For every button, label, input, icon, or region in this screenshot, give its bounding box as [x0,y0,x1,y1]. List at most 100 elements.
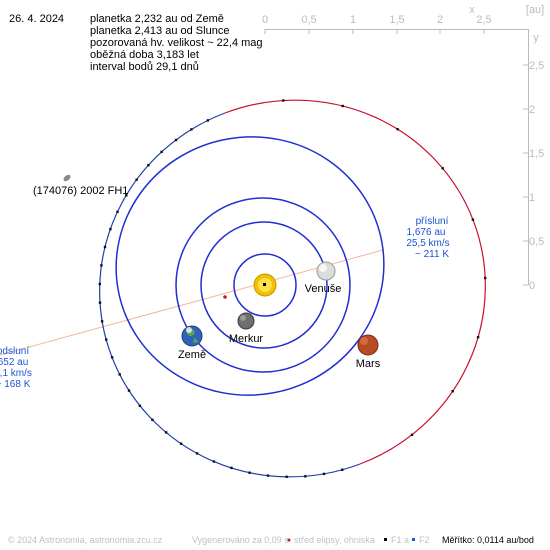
orbit-position-dot [471,218,475,221]
ellipse-center-marker [223,295,227,299]
orbit-position-dot [341,468,344,471]
x-tick-label: 1 [350,14,356,26]
venus-orbit [200,221,328,349]
x-tick-label: 1,5 [389,14,404,26]
mercury-orbit [233,253,297,317]
copyright-text: © 2024 Astronomia, astronomia.zcu.cz [8,535,163,545]
orbit-position-dot [195,452,199,455]
orbit-position-dot [282,99,285,102]
orbit-position-dot [100,320,104,323]
info-line: pozorovaná hv. velikost ~ 22,4 mag [90,37,263,49]
x-tick-label: 0,5 [301,14,316,26]
legend-center-text: střed elipsy, ohniska [294,535,375,545]
orbit-position-dot [164,431,168,434]
orbit-position-dot [147,164,150,167]
orbit-position-dot [98,301,102,304]
orbit-position-dot [174,138,178,142]
mars-icon [357,334,379,356]
aphelion-distance: 652 au [0,357,28,368]
orbit-position-dot [322,472,326,476]
f2-legend-icon [412,538,415,541]
info-line: oběžná doba 3,183 let [90,49,199,61]
scale-text: Měřítko: 0,0114 au/bod [442,535,534,545]
orbit-position-dot [396,128,399,131]
orbit-position-dot [484,276,487,280]
x-tick-label: 2,5 [476,14,491,26]
orbit-position-dot [125,194,128,197]
mercury-icon [237,312,255,330]
asteroid-icon [63,174,71,182]
sun-icon [253,273,277,297]
y-tick-label: 2 [529,104,535,116]
x-axis-unit: x [469,4,475,16]
orbit-position-dot [116,210,119,213]
perihelion-annotation: přísluní 1,676 au 25,5 km/s ~ 211 K [406,216,449,260]
date-label: 26. 4. 2024 [9,13,65,25]
orbit-position-dot [451,390,454,393]
planet-orbits [115,136,385,396]
scale-labels: 0 0,5 1 1,5 2 2,5 x [au] y 2,5 2 1,5 1 0… [262,4,544,292]
orbit-position-dot [304,475,307,478]
footer: © 2024 Astronomia, astronomia.zcu.cz Vyg… [8,535,534,545]
y-tick-label: 2,5 [529,60,544,72]
aphelion-title: odsluní [0,346,29,357]
orbit-position-dot [179,442,183,445]
orbit-position-dot [118,373,121,376]
au-unit-label: [au] [526,4,544,16]
orbit-position-dot [285,475,288,478]
orbit-position-dot [476,336,480,339]
mars-label: Mars [356,358,381,370]
orbit-position-dot [127,389,131,392]
orbit-position-dot [103,245,107,249]
y-tick-label: 1,5 [529,148,544,160]
orbit-position-dot [109,227,112,231]
orbit-position-dot [100,264,103,267]
orbit-position-dot [110,356,114,359]
orbit-position-dot [160,150,163,154]
info-line: interval bodů 29,1 dnů [90,61,199,73]
earth-orbit [175,197,351,373]
orbit-position-dot [105,338,108,341]
asteroid-position-dots [98,99,487,478]
orbit-position-dot [230,466,233,470]
orbit-position-dot [206,119,209,122]
orbit-position-dot [212,460,216,463]
orbit-position-dot [341,104,344,108]
scale-axes [264,29,529,286]
legend-f1-text: F1 a [391,535,409,545]
perihelion-speed: 25,5 km/s [406,238,449,249]
orbit-position-dot [151,418,154,421]
earth-label: Země [178,349,206,361]
perihelion-distance: 1,676 au [407,227,446,238]
mercury-label: Merkur [229,333,264,345]
asteroid-name-label: (174076) 2002 FH1 [33,185,128,197]
y-tick-label: 0,5 [529,236,544,248]
orbit-position-dot [266,474,270,477]
orbit-position-dot [190,128,193,131]
aphelion-annotation: odsluní 652 au 3,1 km/s ~ 168 K [0,346,32,390]
perihelion-title: přísluní [416,216,449,227]
venus-label: Venuše [305,283,342,295]
aphelion-temperature: ~ 168 K [0,379,31,390]
orbit-position-dot [441,167,444,170]
venus-icon [316,261,336,281]
orbit-position-dot [135,178,138,181]
earth-icon [181,325,203,347]
orbit-position-dot [410,433,414,436]
generated-time-text: Vygenerováno za 0,09 s [192,535,289,545]
perihelion-temperature: ~ 211 K [415,249,449,260]
info-line: planetka 2,232 au od Země [90,13,224,25]
x-tick-label: 0 [262,14,268,26]
aphelion-speed: 3,1 km/s [0,368,32,379]
y-axis-unit: y [533,32,539,44]
center-legend-icon [287,538,291,542]
orbit-position-dot [98,282,101,286]
orbit-position-dot [138,404,142,407]
mars-orbit [115,136,385,396]
info-line: planetka 2,413 au od Slunce [90,25,230,37]
legend-f2-text: F2 [419,535,430,545]
f1-legend-icon [384,538,387,541]
y-tick-label: 1 [529,192,535,204]
